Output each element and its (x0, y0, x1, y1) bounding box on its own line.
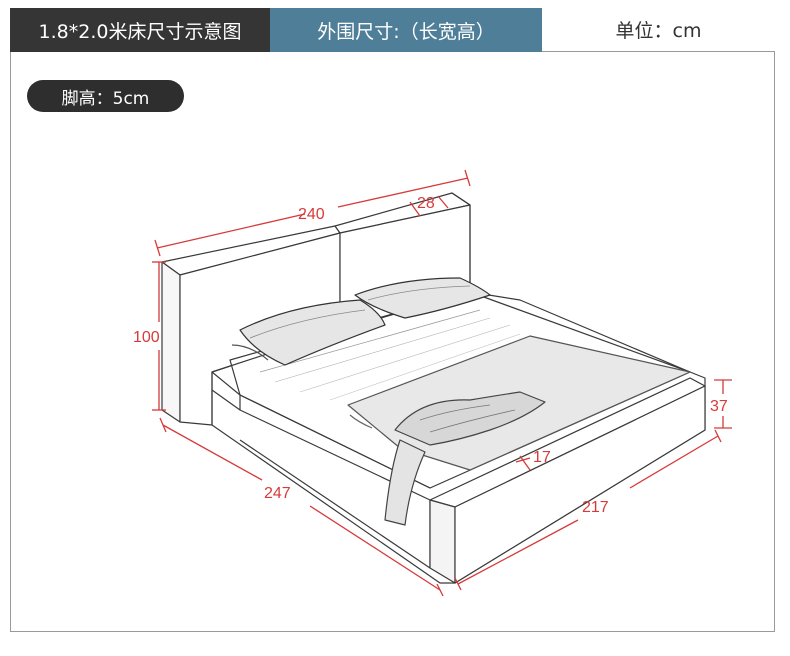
diagram-title: 1.8*2.0米床尺寸示意图 (10, 8, 270, 52)
dimension-subtitle: 外围尺寸:（长宽高） (270, 8, 542, 52)
left-pillow (231, 299, 386, 366)
leg-height-badge: 脚高：5cm (27, 80, 184, 112)
dim-width-label: 240 (298, 206, 325, 223)
dim-headboard-height-label: 100 (133, 329, 160, 346)
footboard (429, 377, 706, 584)
dim-depth-label: 28 (417, 195, 435, 212)
dim-side-thickness-label: 17 (533, 449, 551, 466)
throw-blanket (347, 335, 691, 526)
dim-frame-height-label: 37 (710, 398, 728, 415)
dimension-lines (152, 169, 732, 597)
unit-label: 单位：cm (542, 8, 775, 52)
dim-frame-width-label: 217 (582, 499, 609, 516)
bed-sketch (161, 192, 706, 584)
dim-length-label: 247 (264, 485, 291, 502)
right-pillow (354, 277, 491, 319)
